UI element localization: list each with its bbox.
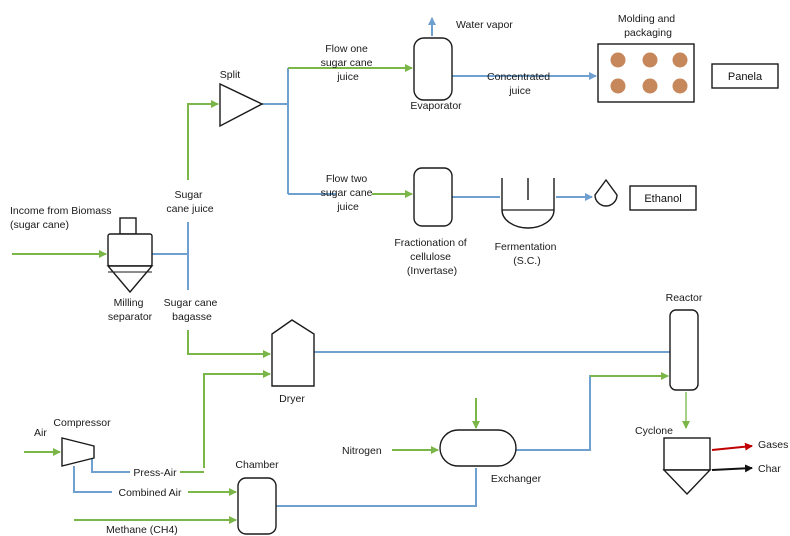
pellet-icon: [610, 52, 626, 68]
compressor-unit: [61, 437, 95, 467]
sugar-cane-juice-label: Sugar cane juice: [166, 189, 213, 215]
panela-box: [711, 63, 779, 89]
cyclone-label: Cyclone: [635, 425, 673, 437]
pellet-icon: [672, 78, 688, 94]
pellet-icon: [610, 78, 626, 94]
char-label: Char: [758, 463, 781, 475]
chamber-label: Chamber: [235, 459, 279, 471]
cyclone-separator: [662, 437, 712, 496]
ethanol-drop-icon: [594, 178, 618, 207]
pellet-icon: [642, 78, 658, 94]
split-label: Split: [220, 69, 241, 81]
milling-separator: [106, 217, 154, 294]
dryer-unit: [271, 319, 315, 387]
press-air-label: Press-Air: [133, 467, 177, 479]
water-vapor-label: Water vapor: [456, 19, 513, 31]
reactor-label: Reactor: [666, 292, 703, 304]
fractionation-vessel: [413, 167, 453, 227]
exchanger-blue-line: [516, 375, 666, 451]
gases-label: Gases: [758, 439, 788, 451]
press-air-line: [91, 458, 130, 473]
combined-air-label: Combined Air: [118, 487, 182, 499]
pellet-icon: [672, 52, 688, 68]
pellet-icon: [642, 52, 658, 68]
nitrogen-label: Nitrogen: [342, 445, 382, 457]
fermenter-tank: [501, 178, 555, 229]
heat-exchanger: [439, 429, 517, 467]
exchanger-label: Exchanger: [491, 473, 542, 485]
ethanol-box: [629, 185, 697, 211]
combined-air-line: [73, 466, 112, 493]
compressor-label: Compressor: [53, 417, 111, 429]
fermentation-label: Fermentation (S.C.): [495, 241, 560, 267]
bagasse-label: Sugar cane bagasse: [164, 297, 221, 323]
gases-arrow: [711, 442, 753, 451]
flow-one-label: Flow one sugar cane juice: [321, 43, 376, 83]
chamber-to-exchanger-line: [276, 468, 477, 507]
bagasse-to-dryer-arrow: [187, 330, 271, 358]
flow-two-label: Flow two sugar cane juice: [321, 173, 376, 213]
panela-label: Panela: [728, 71, 763, 83]
juice-to-split-arrow: [187, 100, 219, 180]
molding-packaging-unit: [597, 43, 695, 103]
air-label: Air: [34, 427, 47, 439]
ethanol-label: Ethanol: [644, 193, 681, 205]
molding-packaging-label: Molding and packaging: [618, 13, 678, 39]
char-arrow: [711, 464, 753, 473]
milling-separator-label: Milling separator: [108, 297, 153, 323]
split-triangle: [219, 82, 264, 128]
evaporator-label: Evaporator: [410, 100, 462, 112]
combustion-chamber: [237, 477, 277, 535]
flow-lines: [12, 17, 753, 524]
evaporator-vessel: [413, 37, 453, 101]
reactor-vessel: [669, 309, 699, 391]
concentrated-juice-label: Concentrated juice: [487, 71, 553, 97]
press-air-to-dryer-arrow: [203, 370, 271, 468]
dryer-label: Dryer: [279, 393, 305, 405]
fractionation-label: Fractionation of cellulose (Invertase): [394, 237, 469, 277]
methane-label: Methane (CH4): [106, 524, 178, 536]
income-label: Income from Biomass (sugar cane): [10, 205, 114, 231]
